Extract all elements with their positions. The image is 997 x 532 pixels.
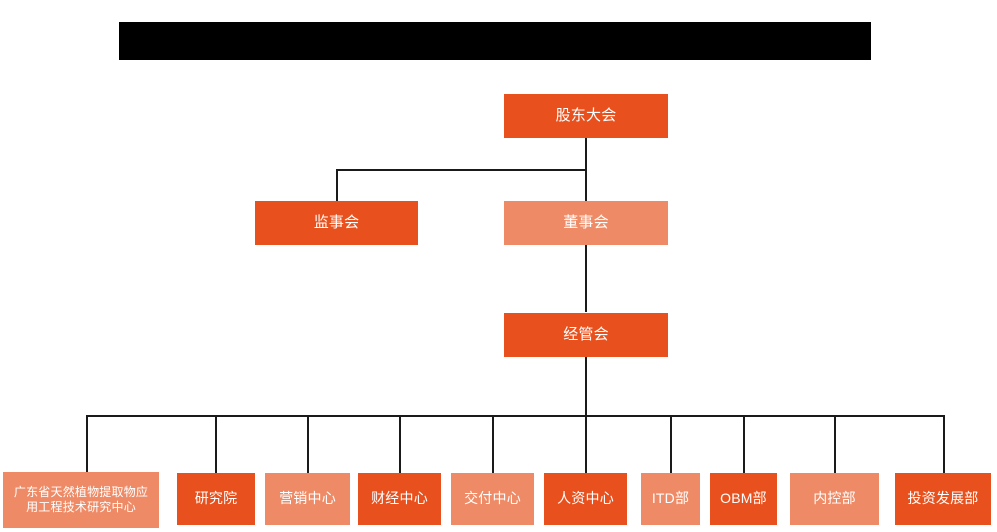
connector-level2-bus [336, 169, 587, 171]
org-node-finance-center[interactable]: 财经中心 [358, 473, 441, 525]
connector-drop-delivery-center [492, 415, 494, 473]
org-node-obm-dept[interactable]: OBM部 [710, 473, 777, 525]
org-node-label: 投资发展部 [907, 490, 979, 507]
connector-drop-research-institute [215, 415, 217, 473]
org-node-label-line1: 广东省天然植物提取物应 [13, 484, 149, 499]
connector-department-bus [86, 415, 944, 417]
connector-drop-itd-dept [670, 415, 672, 473]
org-node-label: 广东省天然植物提取物应 用工程技术研究中心 [6, 485, 156, 516]
connector-drop-rd-center [86, 415, 88, 473]
org-node-hr-center[interactable]: 人资中心 [544, 473, 627, 525]
connector-drop-internal-control-dept [834, 415, 836, 473]
org-node-directors[interactable]: 董事会 [504, 201, 668, 245]
connector-shareholders-trunk [585, 138, 587, 170]
org-node-label: 财经中心 [371, 490, 428, 507]
connector-drop-hr-center [585, 415, 587, 473]
org-node-itd-dept[interactable]: ITD部 [641, 473, 700, 525]
connector-drop-finance-center [399, 415, 401, 473]
org-node-label: 股东大会 [555, 107, 617, 125]
connector-management-bus [585, 357, 587, 416]
org-node-delivery-center[interactable]: 交付中心 [451, 473, 534, 525]
org-node-label: 人资中心 [557, 490, 614, 507]
connector-drop-obm-dept [743, 415, 745, 473]
org-node-label: 监事会 [313, 214, 360, 232]
org-node-label: OBM部 [720, 490, 767, 507]
org-node-rd-center[interactable]: 广东省天然植物提取物应 用工程技术研究中心 [3, 472, 159, 528]
org-node-investment-dev-dept[interactable]: 投资发展部 [895, 473, 991, 525]
org-node-research-institute[interactable]: 研究院 [177, 473, 255, 525]
org-node-label: 交付中心 [464, 490, 521, 507]
org-node-management[interactable]: 经管会 [504, 313, 668, 357]
org-node-internal-control-dept[interactable]: 内控部 [790, 473, 879, 525]
org-node-label-line2: 用工程技术研究中心 [26, 500, 136, 514]
redacted-title-bar [119, 22, 871, 60]
org-node-label: 研究院 [194, 490, 238, 507]
org-node-label: 内控部 [813, 490, 856, 507]
org-node-label: ITD部 [651, 490, 690, 507]
connector-drop-supervisors [336, 169, 338, 201]
connector-drop-marketing-center [307, 415, 309, 473]
org-node-shareholders[interactable]: 股东大会 [504, 94, 668, 138]
connector-drop-investment-dev-dept [943, 415, 945, 473]
org-node-label: 董事会 [563, 214, 609, 232]
connector-directors-management [585, 245, 587, 312]
org-node-marketing-center[interactable]: 营销中心 [265, 473, 350, 525]
org-node-label: 营销中心 [279, 490, 336, 507]
connector-drop-directors [585, 169, 587, 201]
org-node-label: 经管会 [563, 326, 609, 344]
org-node-supervisors[interactable]: 监事会 [255, 201, 418, 245]
